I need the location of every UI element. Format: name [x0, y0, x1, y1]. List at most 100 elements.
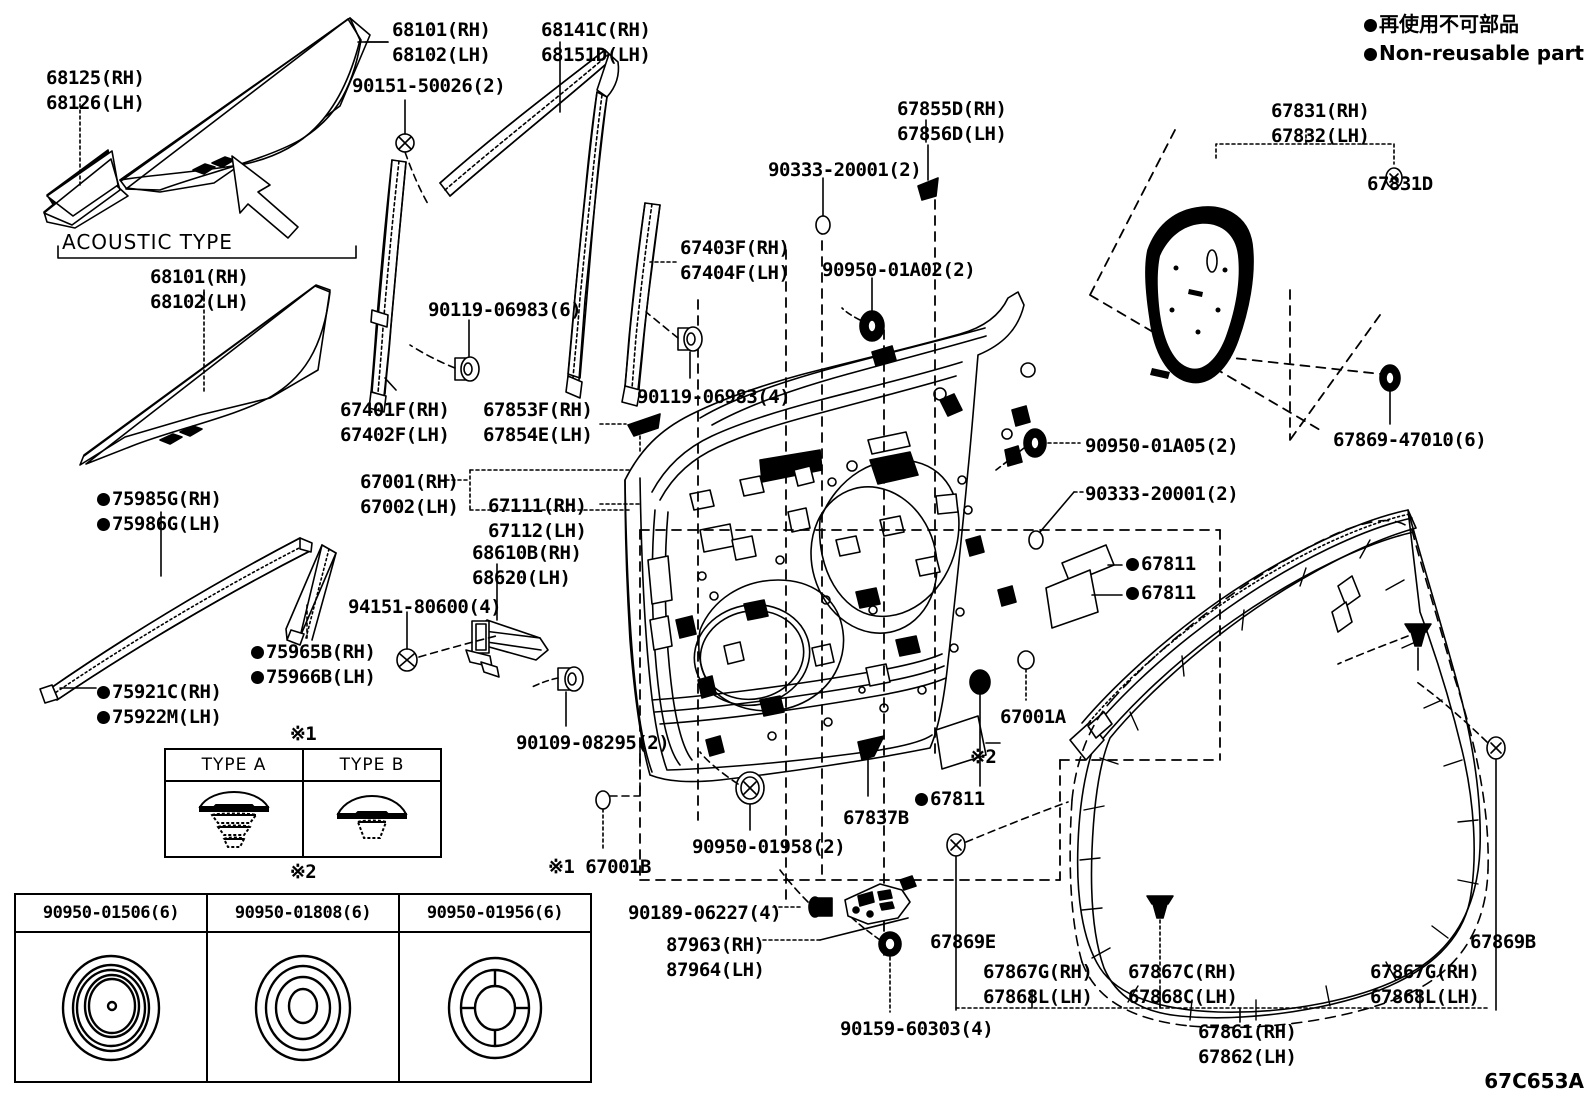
part-label-l08: 67401F(RH)67402F(LH) — [340, 398, 450, 448]
type-table-note-below: ※2 — [289, 861, 317, 883]
part-label-l03: 90151-50026(2) — [352, 74, 506, 99]
part-label-line: 67867G(RH) — [983, 961, 1093, 983]
clip-grommet-c-icon — [447, 956, 543, 1060]
part-label-line: 90151-50026(2) — [352, 75, 506, 97]
part-label-line: 67401F(RH) — [340, 399, 450, 421]
part-label-line: 67854E(LH) — [483, 424, 593, 446]
fastener-glyphs — [395, 99, 1506, 1013]
part-label-line: 68141C(RH) — [541, 19, 651, 41]
clip-table: 90950-01506(6) 90950-01808(6) 90950-0195… — [14, 893, 592, 1083]
part-label-line: 75921C(RH) — [97, 680, 222, 705]
acoustic-bracket — [57, 245, 357, 259]
part-label-l04: 68141C(RH) 68151D(LH) — [541, 18, 651, 68]
part-label-line: ※2 — [970, 746, 997, 768]
part-label-l22: 67001(RH)67002(LH) — [360, 470, 459, 520]
part-label-l13: 90950-01A02(2) — [822, 258, 976, 283]
part-number-text: 67811 — [1141, 553, 1196, 575]
type-table-note-above: ※1 — [289, 723, 317, 745]
part-label-l11: 67403F(RH)67404F(LH) — [680, 236, 790, 286]
filled-circle-icon — [1363, 19, 1377, 32]
non-reusable-marker-icon — [97, 711, 110, 724]
part-label-line: 67111(RH) — [488, 495, 587, 517]
part-label-line: 90950-01A05(2) — [1085, 435, 1239, 457]
part-68101-door-glass-upper — [119, 17, 389, 193]
part-label-l44: 67861(RH)67862(LH) — [1198, 1020, 1297, 1070]
part-label-line: 90119-06983(4) — [637, 386, 791, 408]
part-label-line: 67869B — [1470, 931, 1536, 953]
part-label-line: 67811 — [915, 787, 985, 812]
part-68141C-frame-weatherstrip — [439, 49, 620, 399]
part-number-text: 75921C(RH) — [112, 681, 222, 703]
part-67837B-seal — [857, 735, 885, 797]
part-67811-service-hole-cover-lower — [1045, 569, 1099, 629]
type-table-header-a: TYPE A — [201, 755, 267, 775]
part-label-l38: 90159-60303(4) — [840, 1017, 994, 1042]
type-table: TYPE A TYPE B — [164, 748, 442, 858]
part-label-l09: 67853F(RH)67854E(LH) — [483, 398, 593, 448]
part-label-line: 67855D(RH) — [897, 98, 1007, 120]
non-reusable-marker-icon — [97, 518, 110, 531]
part-label-line: 67811 — [1126, 552, 1196, 577]
part-label-line: 75985G(RH) — [97, 487, 222, 512]
part-label-l29: 90109-08295(2) — [516, 731, 670, 756]
legend-row-en: Non-reusable part — [1363, 39, 1584, 68]
part-label-line: 68620(LH) — [472, 567, 571, 589]
part-label-line: 90189-06227(4) — [628, 902, 782, 924]
part-label-l07: 90119-06983(6) — [428, 298, 582, 323]
type-table-header-b: TYPE B — [302, 750, 440, 780]
part-label-l30: ※1 67001B — [548, 855, 651, 880]
part-label-line: 90159-60303(4) — [840, 1018, 994, 1040]
part-number-text: 75986G(LH) — [112, 513, 222, 535]
part-label-l10: 90119-06983(4) — [637, 385, 791, 410]
non-reusable-marker-icon — [251, 646, 264, 659]
part-label-line: 67001(RH) — [360, 471, 459, 493]
part-label-l16: 67831D — [1367, 172, 1433, 197]
part-67811-service-hole-cover-bottom — [935, 715, 987, 770]
part-label-line: 67837B — [843, 807, 909, 829]
part-label-line: 75922M(LH) — [97, 705, 222, 730]
type-b-clip-illustration — [302, 782, 440, 858]
legend-text-en: Non-reusable part — [1378, 41, 1584, 65]
part-label-l15: 67831(RH)67832(LH) — [1271, 99, 1370, 149]
part-67001-door-panel-assembly — [624, 291, 1036, 783]
part-label-line: 67869E — [930, 931, 996, 953]
part-label-line: 68610B(RH) — [472, 542, 582, 564]
part-label-line: 68151D(LH) — [541, 44, 651, 66]
part-label-line: 90950-01A02(2) — [822, 259, 976, 281]
part-label-line: 67811 — [1126, 581, 1196, 606]
clip-90950-01506-illustration — [16, 933, 206, 1083]
part-label-line: 90950-01958(2) — [692, 836, 846, 858]
part-label-l25: 94151-80600(4) — [348, 595, 502, 620]
clip-90950-01956-illustration — [398, 933, 590, 1083]
clip-90950-01808-illustration — [206, 933, 398, 1083]
part-label-l34: ※2 — [970, 745, 997, 770]
part-label-line: 67868L(LH) — [1370, 986, 1480, 1008]
part-label-line: 67831D — [1367, 173, 1433, 195]
part-label-line: 68101(RH) — [150, 266, 249, 288]
part-label-line: 67404F(LH) — [680, 262, 790, 284]
part-67861-door-weatherstrip — [1069, 509, 1489, 1029]
non-reusable-marker-icon — [1126, 587, 1139, 600]
non-reusable-marker-icon — [251, 671, 264, 684]
part-label-line: 67832(LH) — [1271, 125, 1370, 147]
part-label-l40: 67867G(RH) 67868L(LH) — [983, 960, 1093, 1010]
part-label-line: 67861(RH) — [1198, 1021, 1297, 1043]
part-67831-door-trim-panel — [1145, 206, 1254, 384]
clip-table-header-2: 90950-01808(6) — [206, 895, 398, 931]
label-leader-lines — [59, 41, 1491, 1023]
part-label-l17: 67869-47010(6) — [1333, 428, 1487, 453]
part-label-l43: 67869B — [1470, 930, 1536, 955]
part-label-line: 67868L(LH) — [983, 986, 1093, 1008]
part-label-line: 87964(LH) — [666, 959, 765, 981]
clip-grommet-a-icon — [61, 954, 161, 1062]
part-label-line: 67001A — [1000, 706, 1066, 728]
part-number-text: 67811 — [930, 788, 985, 810]
part-number-text: 75966B(LH) — [266, 666, 376, 688]
part-label-l21: 67811 — [1126, 581, 1196, 606]
part-label-l05: ACOUSTIC TYPE — [62, 230, 233, 255]
part-label-line: 75965B(RH) — [251, 640, 376, 665]
part-label-l33: 67811 — [915, 787, 985, 812]
part-label-line: 90119-06983(6) — [428, 299, 582, 321]
part-75985G-belt-moulding — [39, 537, 313, 704]
